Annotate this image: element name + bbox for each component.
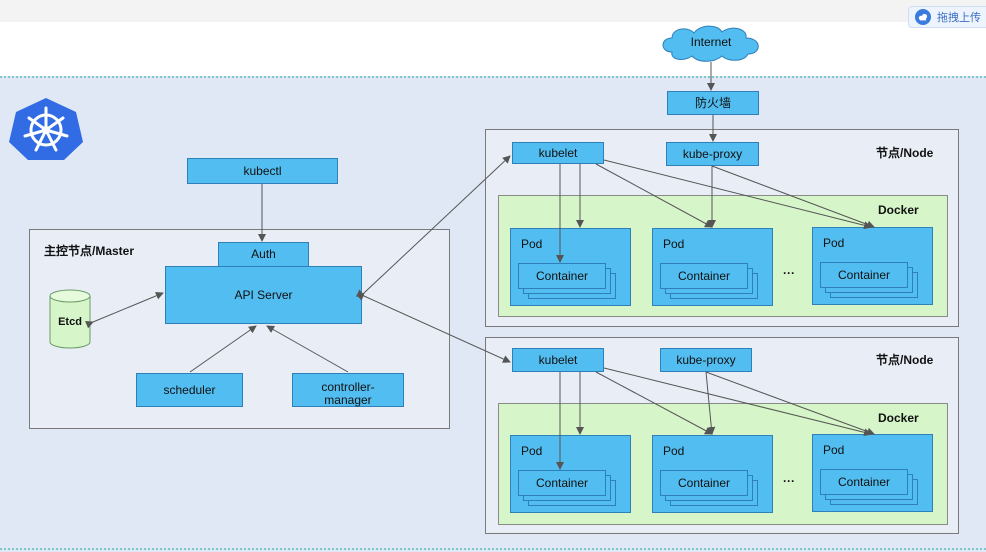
auth-box: Auth	[218, 242, 309, 267]
container-2-2: Container	[660, 470, 748, 496]
etcd-database-icon	[49, 289, 91, 349]
internet-label: Internet	[690, 35, 732, 49]
kube-proxy-box-2: kube-proxy	[660, 348, 752, 372]
node-title-2: 节点/Node	[876, 353, 934, 367]
kube-proxy-box-1: kube-proxy	[666, 142, 759, 166]
scheduler-box: scheduler	[136, 373, 243, 407]
docker-label-1: Docker	[878, 203, 919, 217]
kubelet-box-2: kubelet	[512, 348, 604, 372]
internet-cloud-icon	[662, 25, 759, 62]
etcd-label: Etcd	[58, 316, 82, 328]
top-toolbar	[0, 0, 986, 22]
ellipsis-1: ···	[783, 266, 795, 280]
container-2-3: Container	[820, 469, 908, 495]
kubectl-box: kubectl	[187, 158, 338, 184]
header-band	[0, 22, 986, 76]
upload-button[interactable]: 拖拽上传	[908, 6, 986, 28]
kubernetes-logo-icon	[9, 98, 83, 160]
ellipsis-2: ···	[783, 474, 795, 488]
firewall-box: 防火墙	[667, 91, 759, 115]
container-1-2: Container	[660, 263, 748, 289]
api-server-box: API Server	[165, 266, 362, 324]
cloud-upload-icon	[915, 9, 931, 25]
node-title-1: 节点/Node	[876, 146, 934, 160]
upload-button-label: 拖拽上传	[937, 12, 981, 24]
canvas-bottom-border	[0, 548, 986, 550]
container-1-1: Container	[518, 263, 606, 289]
controller-manager-box: controller- manager	[292, 373, 404, 407]
docker-label-2: Docker	[878, 411, 919, 425]
master-title: 主控节点/Master	[44, 244, 135, 258]
kubelet-box-1: kubelet	[512, 142, 604, 164]
container-1-3: Container	[820, 262, 908, 288]
container-2-1: Container	[518, 470, 606, 496]
